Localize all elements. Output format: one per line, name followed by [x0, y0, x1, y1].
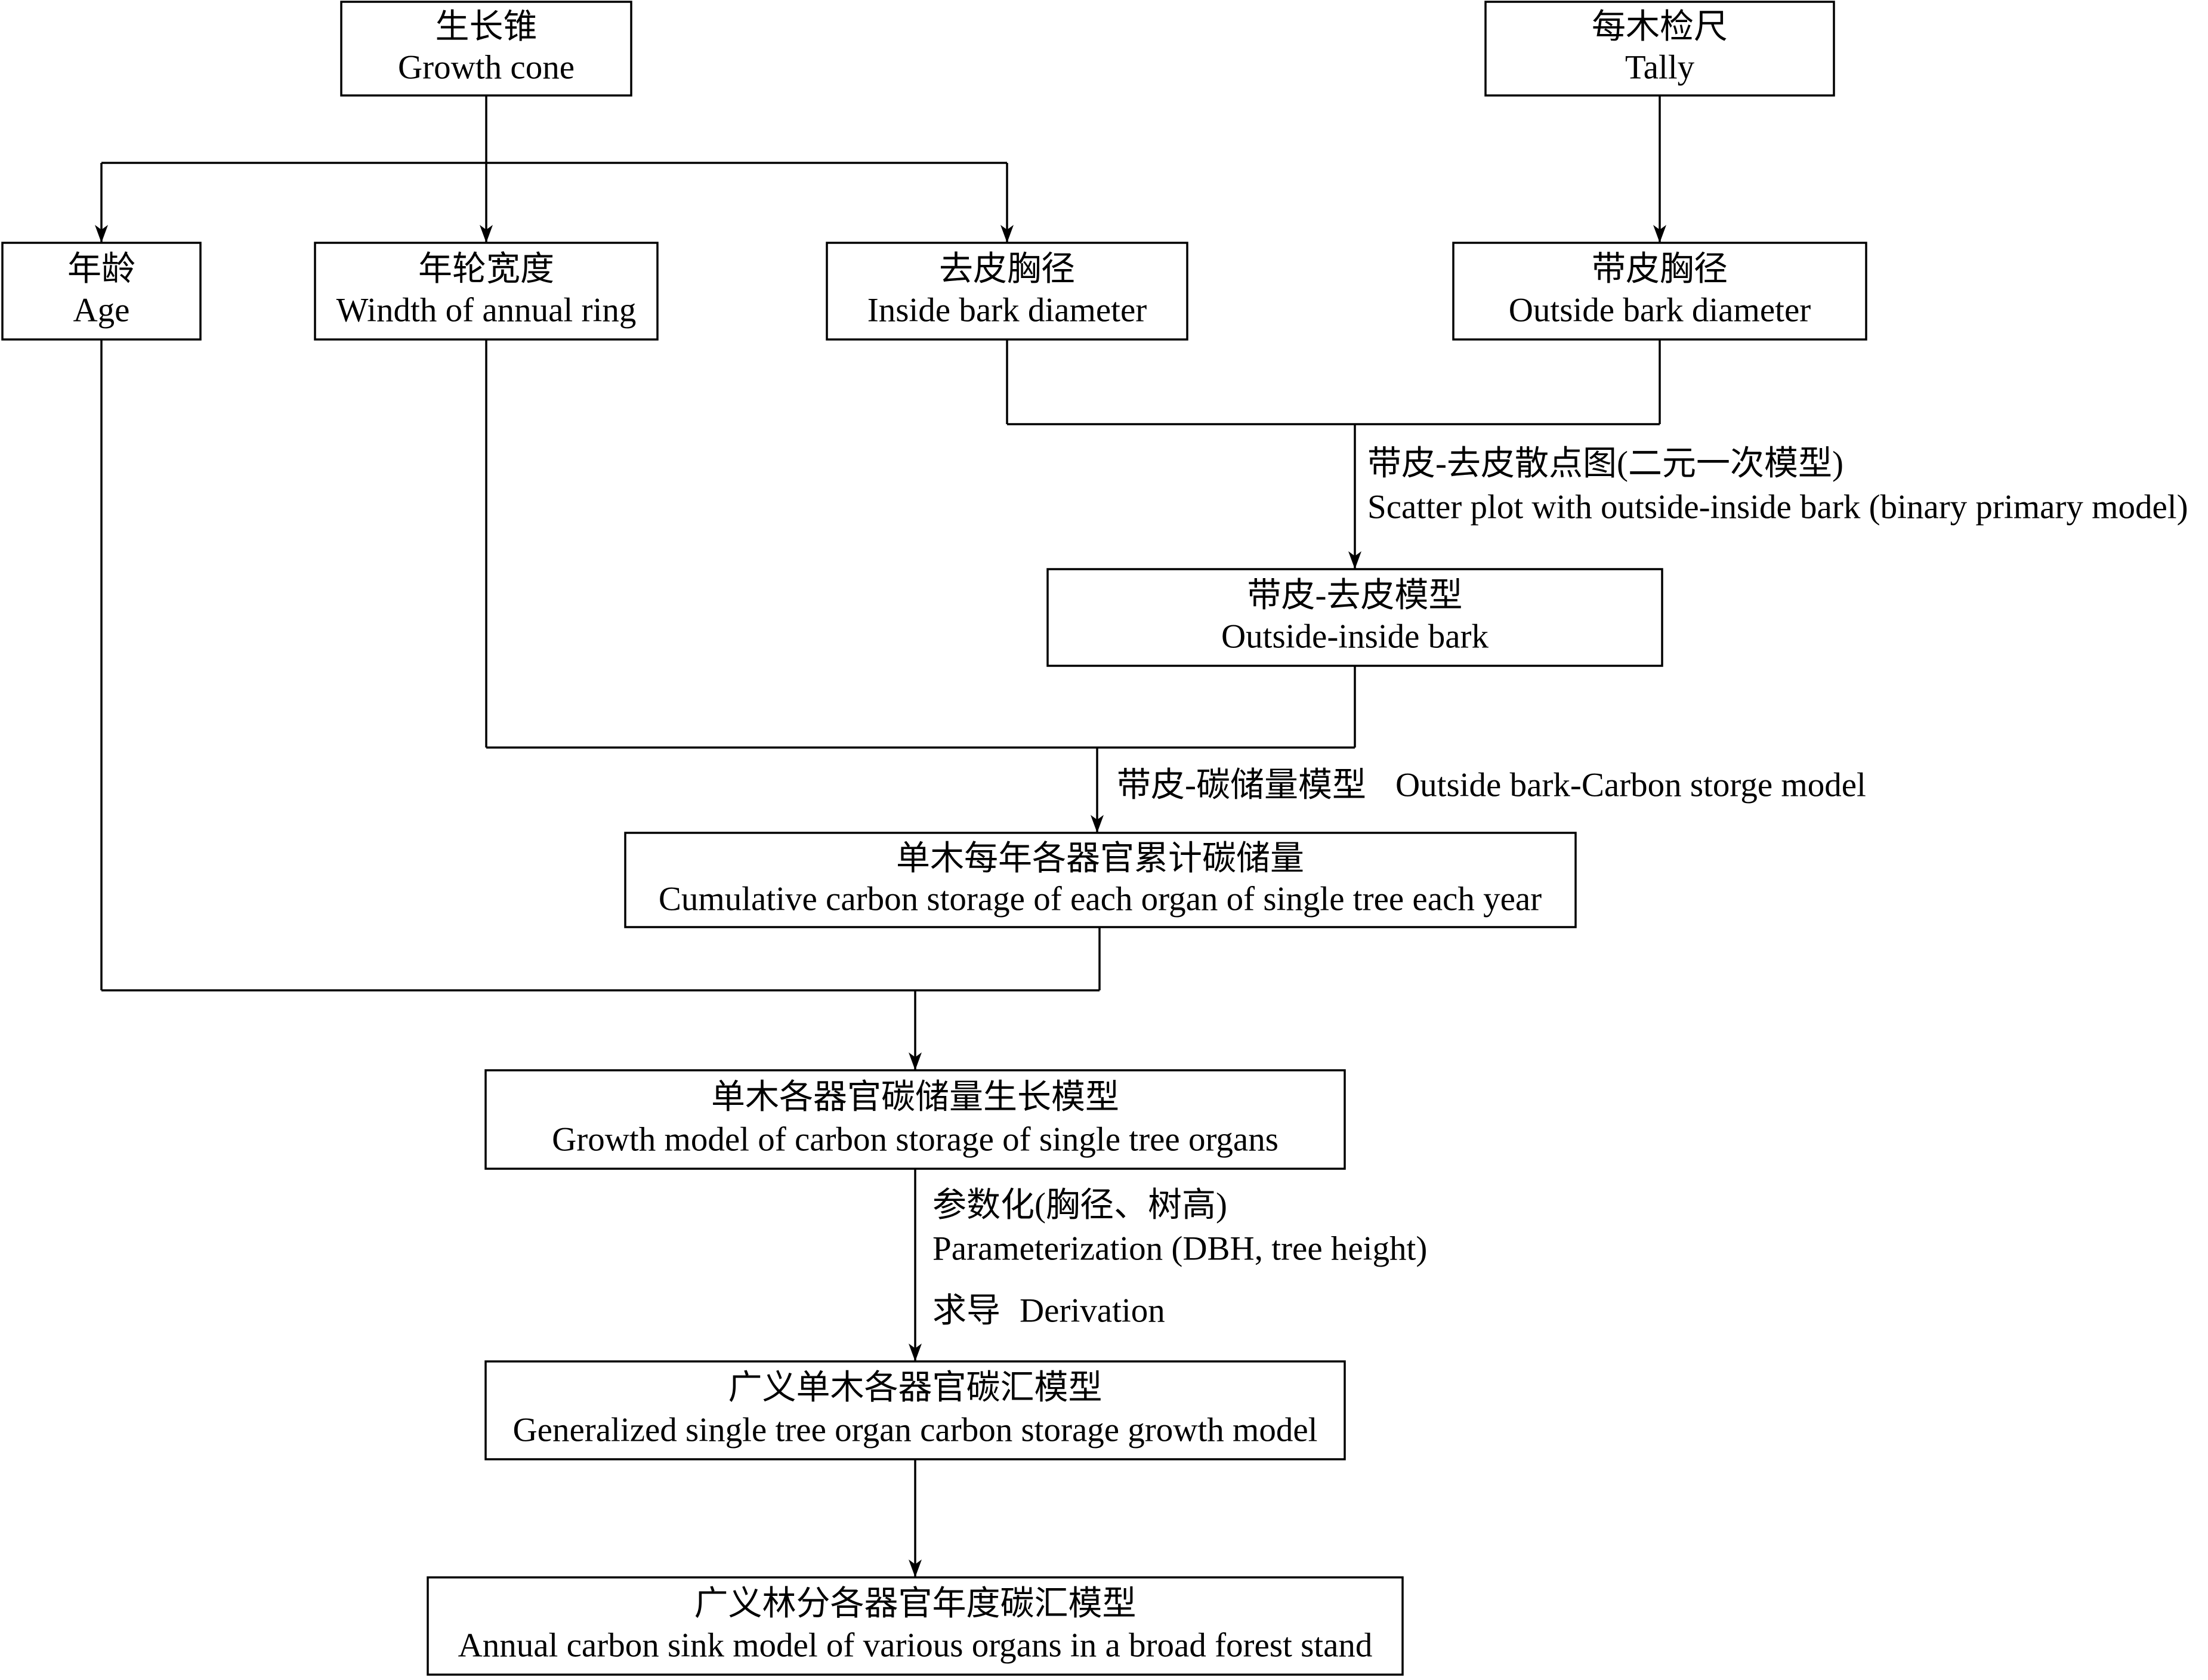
edge-labels: 带皮-去皮散点图(二元一次模型) Scatter plot with outsi… [932, 445, 2188, 1330]
box-generalized-model-zh: 广义单木各器官碳汇模型 [728, 1369, 1103, 1407]
box-stand-model-frame [427, 1576, 1404, 1676]
box-growth-cone: 生长锥 Growth cone [340, 1, 632, 97]
box-age-en: Age [73, 292, 130, 329]
label-carbon-model-en: Outside bark-Carbon storge model [1395, 767, 1866, 804]
box-inside-bark-zh: 去皮胸径 [939, 251, 1075, 288]
box-growth-cone-frame [340, 1, 632, 97]
box-growth-model-frame [484, 1069, 1346, 1170]
label-parameterization-en: Parameterization (DBH, tree height) [932, 1230, 1427, 1268]
label-derivation-zh: 求导 [932, 1292, 1000, 1330]
label-scatter-zh: 带皮-去皮散点图(二元一次模型) [1367, 445, 1843, 483]
box-outside-bark-en: Outside bark diameter [1509, 292, 1811, 329]
box-age-frame [1, 242, 202, 341]
box-outside-bark-frame [1452, 242, 1867, 341]
label-carbon-model-zh: 带皮-碳储量模型 [1117, 767, 1366, 804]
box-outside-bark: 带皮胸径 Outside bark diameter [1452, 242, 1867, 341]
box-growth-model: 单木各器官碳储量生长模型 Growth model of carbon stor… [484, 1069, 1346, 1170]
box-stand-model-zh: 广义林分各器官年度碳汇模型 [694, 1585, 1137, 1623]
box-stand-model: 广义林分各器官年度碳汇模型 Annual carbon sink model o… [427, 1576, 1404, 1676]
label-scatter-en: Scatter plot with outside-inside bark (b… [1367, 489, 2188, 526]
box-age: 年龄 Age [1, 242, 202, 341]
label-derivation-en: Derivation [1020, 1292, 1165, 1330]
box-generalized-model: 广义单木各器官碳汇模型 Generalized single tree orga… [484, 1360, 1346, 1460]
box-cumulative-storage-frame [624, 832, 1577, 928]
box-tally-zh: 每木检尺 [1592, 8, 1728, 46]
box-growth-cone-zh: 生长锥 [436, 8, 538, 46]
box-cumulative-storage-zh: 单木每年各器官累计碳储量 [896, 840, 1304, 878]
box-growth-cone-en: Growth cone [398, 49, 575, 87]
connectors [95, 95, 1666, 1577]
box-outside-inside-model-en: Outside-inside bark [1221, 618, 1489, 656]
box-tally: 每木检尺 Tally [1484, 1, 1835, 97]
box-ring-width-frame [314, 242, 659, 341]
box-ring-width: 年轮宽度 Windth of annual ring [314, 242, 659, 341]
box-tally-en: Tally [1625, 49, 1695, 87]
box-tally-frame [1484, 1, 1835, 97]
box-generalized-model-en: Generalized single tree organ carbon sto… [512, 1412, 1317, 1449]
box-outside-inside-model-zh: 带皮-去皮模型 [1247, 577, 1463, 614]
box-age-zh: 年龄 [67, 251, 135, 288]
box-inside-bark-en: Inside bark diameter [867, 292, 1147, 329]
box-outside-inside-model-frame [1046, 568, 1663, 667]
box-generalized-model-frame [484, 1360, 1346, 1460]
box-growth-model-en: Growth model of carbon storage of single… [552, 1121, 1279, 1159]
box-growth-model-zh: 单木各器官碳储量生长模型 [711, 1079, 1119, 1116]
box-ring-width-zh: 年轮宽度 [418, 251, 554, 288]
box-cumulative-storage-en: Cumulative carbon storage of each organ … [659, 881, 1542, 918]
box-outside-inside-model: 带皮-去皮模型 Outside-inside bark [1046, 568, 1663, 667]
box-inside-bark-frame [826, 242, 1188, 341]
label-parameterization-zh: 参数化(胸径、树高) [932, 1187, 1227, 1224]
box-ring-width-en: Windth of annual ring [336, 292, 637, 329]
box-outside-bark-zh: 带皮胸径 [1592, 251, 1728, 288]
box-inside-bark: 去皮胸径 Inside bark diameter [826, 242, 1188, 341]
box-cumulative-storage: 单木每年各器官累计碳储量 Cumulative carbon storage o… [624, 832, 1577, 928]
box-stand-model-en: Annual carbon sink model of various orga… [458, 1627, 1373, 1664]
